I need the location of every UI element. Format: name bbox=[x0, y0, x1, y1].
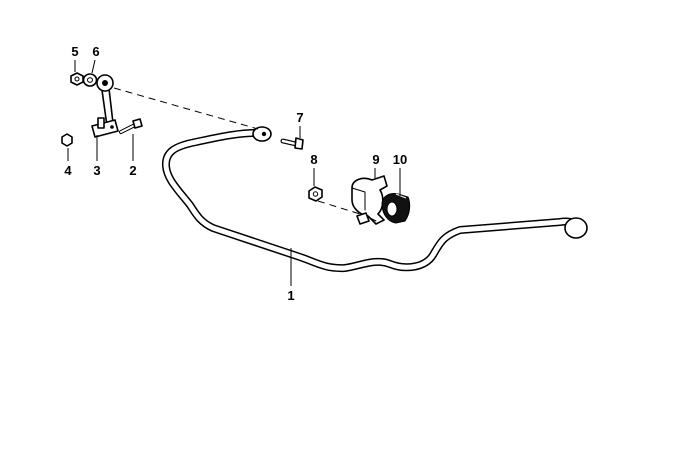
label-10: 10 bbox=[393, 152, 407, 167]
bolt-2[interactable] bbox=[119, 118, 143, 134]
bar-end-cap-right bbox=[564, 217, 588, 239]
label-8: 8 bbox=[310, 152, 317, 167]
label-5: 5 bbox=[71, 44, 78, 59]
nut-5[interactable] bbox=[70, 72, 84, 86]
label-7: 7 bbox=[296, 110, 303, 125]
label-2: 2 bbox=[129, 163, 136, 178]
bolt-7[interactable] bbox=[280, 137, 304, 150]
stabilizer-bar[interactable] bbox=[161, 126, 588, 273]
label-4: 4 bbox=[64, 163, 72, 178]
label-6: 6 bbox=[92, 44, 99, 59]
clamp-bracket-9[interactable] bbox=[351, 175, 388, 225]
label-9: 9 bbox=[372, 152, 379, 167]
nut-8[interactable] bbox=[308, 186, 323, 202]
label-3: 3 bbox=[93, 163, 100, 178]
leader-lines bbox=[67, 59, 401, 286]
rubber-mounting-10[interactable] bbox=[381, 193, 411, 224]
bar-end-hole bbox=[261, 131, 267, 137]
washer-6[interactable] bbox=[82, 73, 98, 87]
label-1: 1 bbox=[287, 288, 294, 303]
assembly-lines bbox=[113, 87, 379, 223]
coupling-link[interactable] bbox=[91, 74, 119, 138]
nut-4[interactable] bbox=[61, 133, 73, 147]
